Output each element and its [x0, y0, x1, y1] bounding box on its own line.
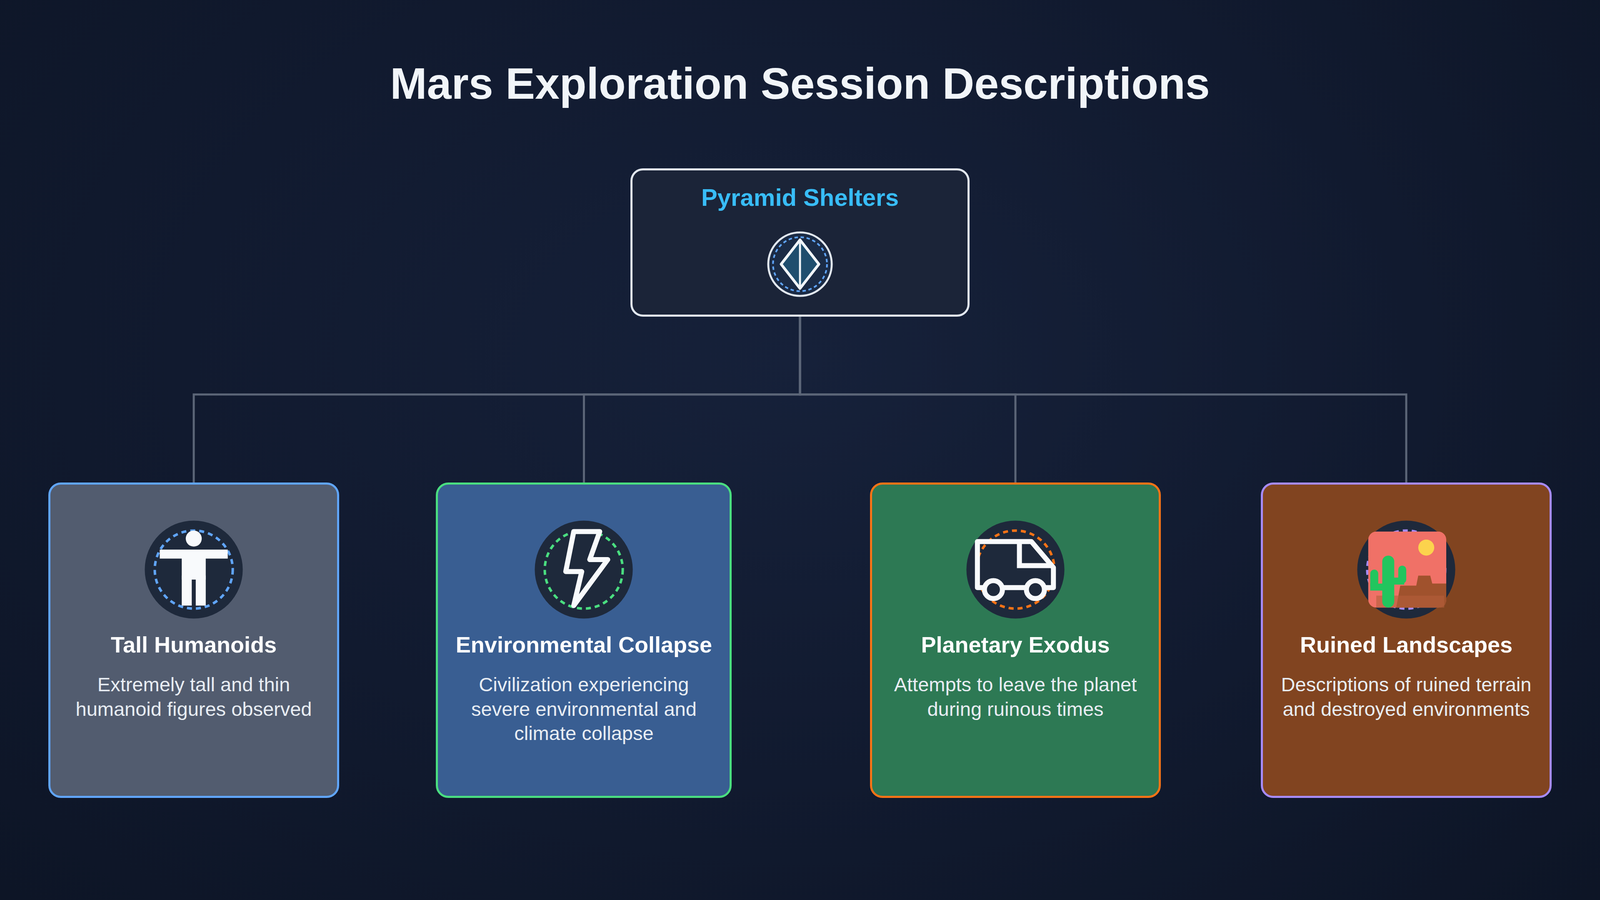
- node-heading: Environmental Collapse: [455, 631, 713, 659]
- node-description: Extremely tall and thin humanoid figures…: [67, 672, 321, 722]
- van-icon: [965, 519, 1066, 620]
- category-box: Ruined LandscapesDescriptions of ruined …: [1260, 482, 1552, 798]
- node-heading: Planetary Exodus: [920, 631, 1110, 659]
- tree-connector: [583, 316, 800, 483]
- category-box: Environmental CollapseCivilization exper…: [435, 482, 732, 798]
- category-box: Tall HumanoidsExtremely tall and thin hu…: [48, 482, 340, 798]
- root-box: Pyramid Shelters: [630, 168, 970, 317]
- bolt-icon: [533, 519, 634, 620]
- diagram-title: Mars Exploration Session Descriptions: [0, 58, 1600, 109]
- node-heading: Ruined Landscapes: [1300, 631, 1513, 659]
- node-heading: Tall Humanoids: [110, 631, 277, 659]
- tree-connector: [800, 316, 1016, 483]
- node-description: Attempts to leave the planet during ruin…: [888, 672, 1143, 722]
- pyramid-icon: [766, 230, 834, 298]
- node-heading: Pyramid Shelters: [701, 182, 899, 213]
- tree-connector: [800, 316, 1407, 483]
- category-box: Planetary ExodusAttempts to leave the pl…: [870, 482, 1161, 798]
- desert-icon: [1356, 519, 1457, 620]
- node-description: Civilization experiencing severe environ…: [454, 672, 713, 746]
- node-description: Descriptions of ruined terrain and destr…: [1279, 672, 1533, 722]
- tree-connector: [193, 316, 800, 483]
- person-icon: [143, 519, 244, 620]
